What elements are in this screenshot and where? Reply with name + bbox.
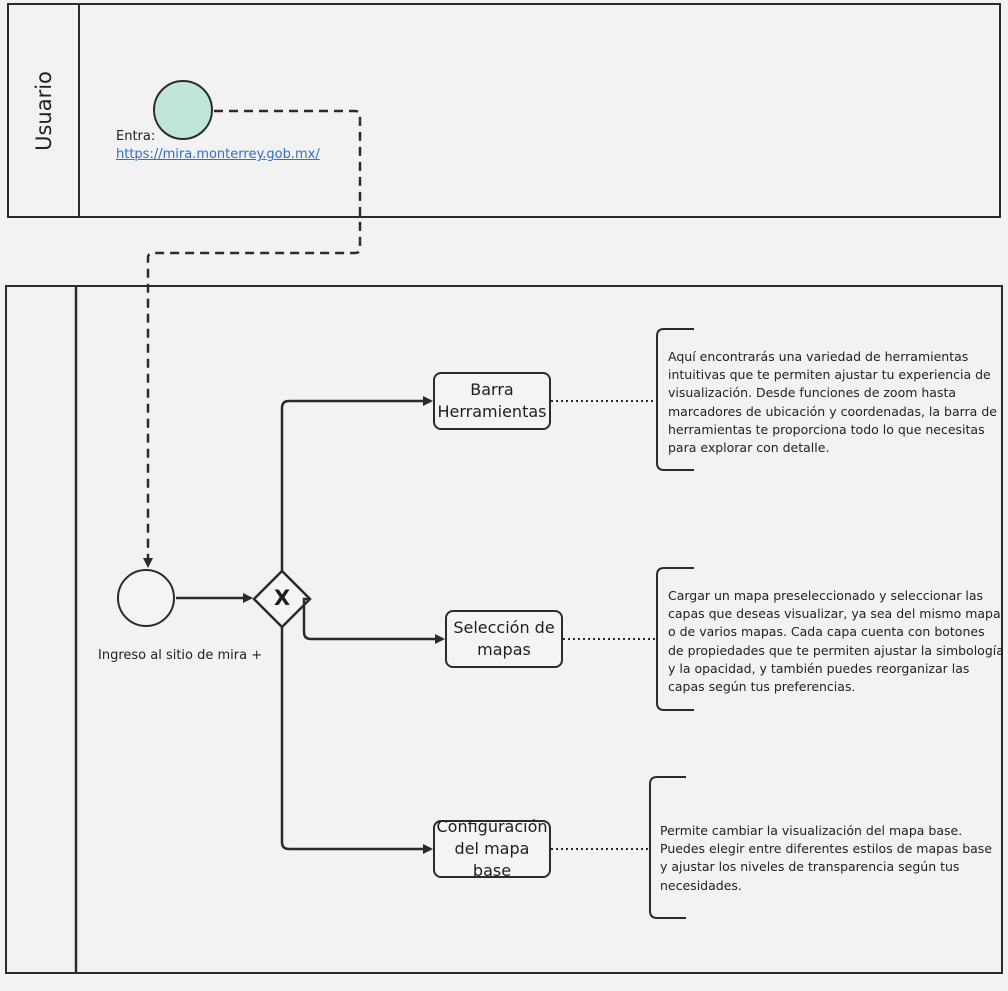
note-barra-herramientas: Aquí encontrarás una variedad de herrami… [668, 349, 997, 456]
lane-title-usuario: Usuario [32, 71, 56, 151]
flow-gateway-to-seleccion [302, 597, 445, 644]
start-event[interactable] [153, 80, 213, 140]
lane-title-sistema [28, 580, 54, 680]
flow-gateway-to-barra [280, 396, 433, 571]
start-event-label: Entra: https://mira.monterrey.gob.mx/ [116, 128, 346, 164]
entry-link[interactable]: https://mira.monterrey.gob.mx/ [116, 147, 320, 162]
task-seleccion-line2: mapas [477, 640, 531, 659]
task-barra-line2: Herramientas [437, 402, 547, 421]
intermediate-event-label: Ingreso al sitio de mira + [98, 648, 263, 663]
gateway-x-icon: X [274, 586, 291, 610]
entry-prefix: Entra: [116, 129, 156, 144]
task-barra-herramientas[interactable]: Barra Herramientas [433, 372, 551, 430]
annotation-bracket-barra [656, 328, 694, 471]
intermediate-event[interactable] [117, 569, 175, 627]
task-configuracion-line1: Configuración [436, 817, 548, 836]
dashed-flow-start-to-entry [143, 109, 362, 568]
annotation-bracket-seleccion [656, 567, 694, 711]
task-seleccion-line1: Selección de [453, 618, 555, 637]
task-seleccion-mapas[interactable]: Selección de mapas [445, 610, 563, 668]
note-seleccion-mapas: Cargar un mapa preseleccionado y selecci… [668, 588, 1004, 695]
task-configuracion-line2: del mapa base [454, 839, 530, 880]
annotation-bracket-configuracion [649, 776, 686, 919]
note-configuracion-mapa-base: Permite cambiar la visualización del map… [660, 823, 993, 893]
flow-gateway-to-configuracion [280, 627, 433, 854]
task-barra-line1: Barra [470, 380, 514, 399]
task-configuracion-mapa-base[interactable]: Configuración del mapa base [433, 817, 551, 880]
